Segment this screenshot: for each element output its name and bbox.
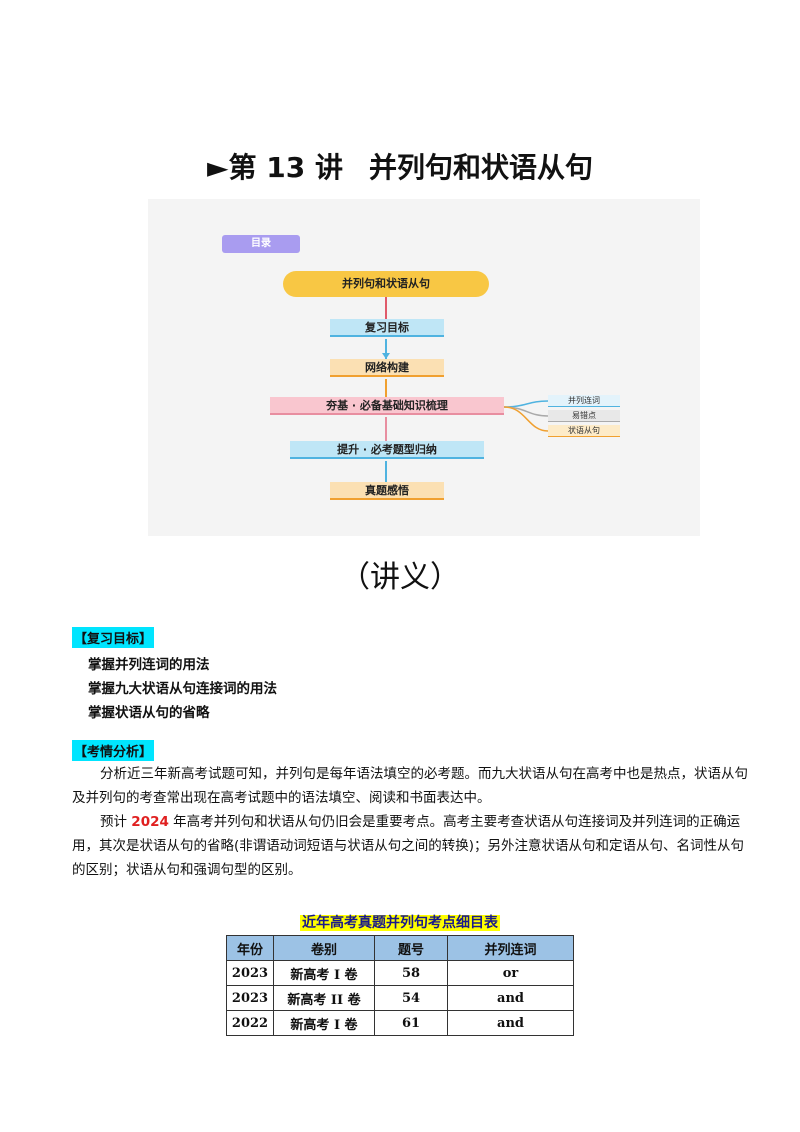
col-paper: 卷别 — [273, 935, 375, 961]
cell-question: 58 — [374, 960, 448, 986]
table-row: 2022 新高考 I 卷 61 and — [226, 1010, 574, 1036]
mindmap-tag: 目录 — [222, 235, 300, 253]
col-question: 题号 — [374, 935, 448, 961]
mindmap-node-basics: 夯基 · 必备基础知识梳理 — [270, 397, 504, 415]
mindmap-sub-conjunctions: 并列连词 — [548, 395, 620, 407]
cell-conjunction: and — [447, 985, 574, 1011]
goal-item: 掌握状语从句的省略 — [88, 705, 210, 721]
mindmap-node-review-goals: 复习目标 — [330, 319, 444, 337]
table-header-row: 年份 卷别 题号 并列连词 — [226, 935, 574, 961]
title-prefix: 第 13 讲 — [228, 151, 343, 184]
col-conjunction: 并列连词 — [447, 935, 574, 961]
cell-question: 54 — [374, 985, 448, 1011]
mindmap-root: 并列句和状语从句 — [283, 271, 489, 297]
p2-text-after: 年高考并列句和状语从句仍旧会是重要考点。高考主要考查状语从句连接词及并列连词的正… — [72, 814, 745, 878]
title-main: 并列句和状语从句 — [369, 151, 594, 184]
mindmap-node-network: 网络构建 — [330, 359, 444, 377]
analysis-paragraph-2: 预计 2024 年高考并列句和状语从句仍旧会是重要考点。高考主要考查状语从句连接… — [72, 810, 750, 882]
goals-heading: 【复习目标】 — [72, 627, 155, 648]
p2-text-before: 预计 — [100, 814, 132, 830]
cell-paper: 新高考 I 卷 — [273, 1010, 375, 1036]
cell-year: 2023 — [226, 960, 274, 986]
table-row: 2023 新高考 I 卷 58 or — [226, 960, 574, 986]
table-row: 2023 新高考 II 卷 54 and — [226, 985, 574, 1011]
goal-item: 掌握并列连词的用法 — [88, 657, 210, 673]
mindmap-sub-errors: 易错点 — [548, 410, 620, 422]
table-caption: 近年高考真题并列句考点细目表 — [226, 912, 574, 932]
goal-item: 掌握九大状语从句连接词的用法 — [88, 681, 277, 697]
mindmap-sub-adverbial: 状语从句 — [548, 425, 620, 437]
cell-year: 2023 — [226, 985, 274, 1011]
cell-paper: 新高考 II 卷 — [273, 985, 375, 1011]
analysis-paragraph-1: 分析近三年新高考试题可知，并列句是每年语法填空的必考题。而九大状语从句在高考中也… — [72, 766, 748, 806]
exam-table: 年份 卷别 题号 并列连词 2023 新高考 I 卷 58 or 2023 新高… — [226, 935, 574, 1036]
table-caption-text: 近年高考真题并列句考点细目表 — [300, 915, 500, 931]
cell-year: 2022 — [226, 1010, 274, 1036]
cell-question: 61 — [374, 1010, 448, 1036]
subtitle: （讲义） — [340, 560, 460, 595]
cell-conjunction: or — [447, 960, 574, 986]
forecast-year: 2024 — [131, 814, 169, 830]
cell-paper: 新高考 I 卷 — [273, 960, 375, 986]
col-year: 年份 — [226, 935, 274, 961]
mindmap-node-advance: 提升 · 必考题型归纳 — [290, 441, 484, 459]
page-title: ►第 13 讲并列句和状语从句 — [0, 146, 800, 186]
mindmap-node-real-exam: 真题感悟 — [330, 482, 444, 500]
mindmap-diagram: 目录 并列句和状语从句 复习目标 网络构建 夯基 · 必备基础知识梳理 提升 ·… — [148, 199, 700, 536]
title-arrow: ► — [206, 151, 229, 184]
mindmap-connectors — [382, 297, 549, 482]
analysis-heading: 【考情分析】 — [72, 740, 155, 761]
cell-conjunction: and — [447, 1010, 574, 1036]
